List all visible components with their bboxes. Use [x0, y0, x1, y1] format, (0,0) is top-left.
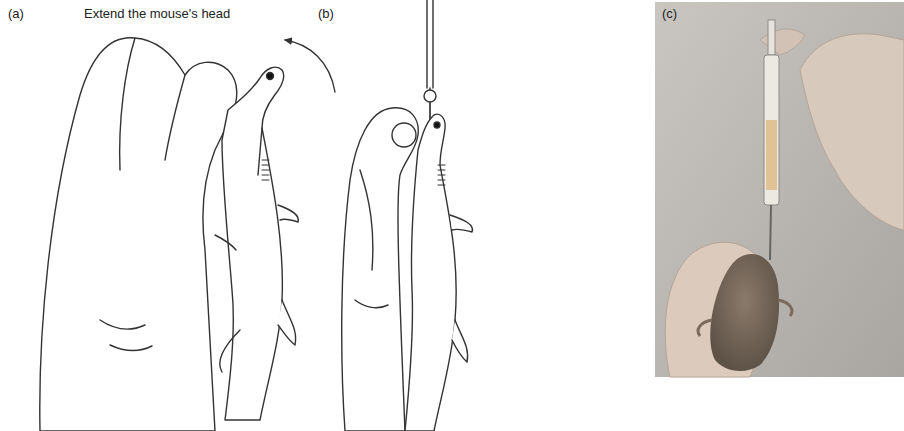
instruction-label: Extend the mouse's head — [84, 6, 230, 22]
panel-letter: (b) — [318, 6, 334, 22]
finger-on-plunger — [760, 29, 805, 55]
panel-c-photo — [655, 2, 904, 377]
finger-line — [360, 170, 373, 270]
mouse-eye — [434, 122, 440, 128]
photo-background — [655, 2, 904, 377]
mouse-forelimb — [215, 235, 236, 250]
mouse-paw — [698, 320, 712, 336]
syringe-barrel — [764, 55, 779, 205]
gavage-needle — [770, 205, 771, 260]
finger-line — [120, 38, 135, 170]
mouse-jaw — [258, 128, 262, 175]
mouse-forelimb — [278, 205, 298, 222]
syringe-plunger — [768, 20, 775, 55]
hand-outline — [40, 38, 237, 431]
mouse-ribs — [438, 165, 445, 185]
hand-outline — [342, 108, 419, 431]
mouse-forelimb — [450, 215, 473, 232]
gloved-hand-top — [800, 34, 904, 230]
panel-a-drawing — [40, 38, 335, 431]
syringe-fluid — [766, 120, 777, 190]
panel-b-drawing — [342, 0, 473, 431]
mouse-body — [405, 114, 456, 431]
mouse-eye — [267, 73, 274, 80]
mouse-paw — [778, 300, 792, 316]
needle-ball-tip — [424, 90, 436, 102]
mouse-hindlimb — [220, 330, 240, 372]
panel-letter: (a) — [8, 6, 24, 22]
mouse-photo — [710, 254, 779, 371]
mouse-hindlimb — [452, 320, 468, 362]
mouse-ribs — [262, 160, 269, 180]
mouse-body — [222, 67, 284, 420]
palm-crease — [100, 320, 145, 329]
panel-letter: (c) — [662, 6, 677, 22]
palm-crease — [355, 300, 388, 308]
rotation-arrow — [285, 40, 335, 92]
mouse-hindlimb — [278, 300, 296, 345]
thumb-tip — [392, 123, 416, 147]
palm-crease — [110, 345, 152, 350]
gavage-syringe — [427, 0, 433, 88]
finger-line — [165, 75, 185, 160]
